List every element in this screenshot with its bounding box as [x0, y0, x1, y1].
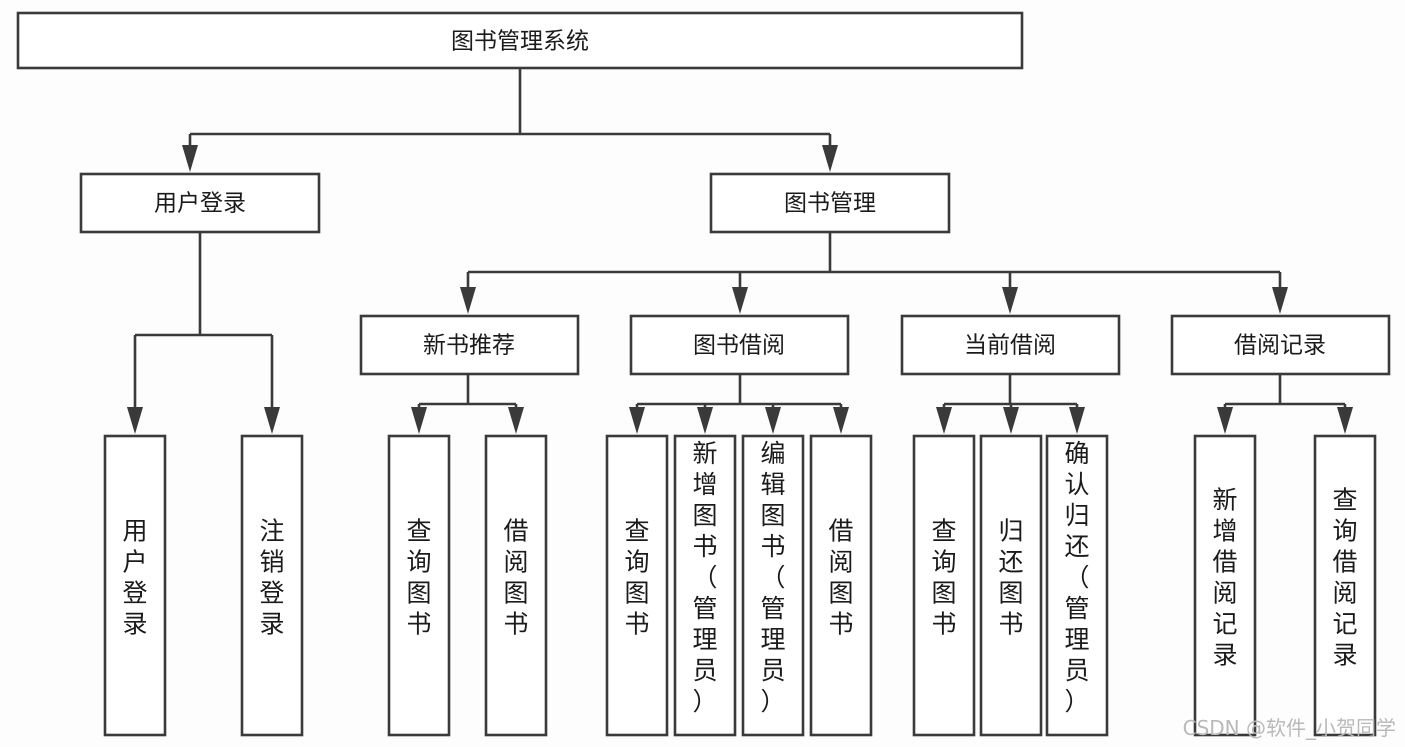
node-box-leaf-current-borrow-1[interactable] — [912, 434, 976, 737]
node-root-system[interactable]: 图书管理系统 — [16, 11, 1024, 70]
connector-group-newbook-to-leaves — [411, 374, 524, 434]
node-leaf-user-login-1[interactable]: 用户登录 — [103, 434, 167, 737]
node-leaf-current-borrow-1[interactable]: 查询图书 — [912, 434, 976, 737]
arrow-icon-currentborrow-leaf-1 — [936, 407, 952, 434]
node-leaf-borrow-record-2[interactable]: 查询借阅记录 — [1313, 434, 1377, 737]
arrow-icon-bookborrow-leaf-3 — [765, 407, 781, 434]
node-box-borrow-record[interactable] — [1170, 314, 1391, 376]
node-box-new-book-recommend[interactable] — [359, 314, 580, 376]
node-box-book-borrow[interactable] — [629, 314, 850, 376]
node-leaf-new-book-2[interactable]: 借阅图书 — [484, 434, 548, 737]
node-current-borrow[interactable]: 当前借阅 — [900, 314, 1121, 376]
connector-group-borrowrecord-to-leaves — [1217, 374, 1353, 434]
node-label-current-borrow: 当前借阅 — [964, 333, 1056, 359]
node-box-leaf-user-login-2[interactable] — [240, 434, 304, 737]
node-book-borrow[interactable]: 图书借阅 — [629, 314, 850, 376]
csdn-watermark: CSDN @软件_小贺同学 — [1183, 716, 1396, 740]
connector-group-bookmanage-to-level3 — [460, 232, 1288, 314]
connector-group-root-to-level2 — [182, 68, 838, 172]
node-borrow-record[interactable]: 借阅记录 — [1170, 314, 1391, 376]
node-label-new-book-recommend: 新书推荐 — [423, 333, 515, 359]
node-label-leaf-new-book-1: 查询图书 — [406, 517, 431, 639]
node-label-leaf-current-borrow-1: 查询图书 — [931, 517, 956, 639]
node-box-user-login[interactable] — [79, 172, 321, 234]
arrow-icon-to-book-manage — [822, 145, 838, 172]
arrow-icon-bookborrow-leaf-2 — [697, 407, 713, 434]
node-box-leaf-book-borrow-4[interactable] — [809, 434, 873, 737]
node-leaf-current-borrow-3[interactable]: 确认归还（管理员） — [1045, 434, 1109, 737]
arrow-icon-to-new-book — [460, 287, 476, 314]
node-box-leaf-borrow-record-2[interactable] — [1313, 434, 1377, 737]
node-leaf-book-borrow-1[interactable]: 查询图书 — [605, 434, 669, 737]
node-book-manage[interactable]: 图书管理 — [709, 172, 951, 234]
connector-group-bookborrow-to-leaves — [629, 374, 849, 434]
node-box-leaf-new-book-2[interactable] — [484, 434, 548, 737]
arrow-icon-to-book-borrow — [732, 287, 748, 314]
node-label-leaf-book-borrow-2: 新增图书（管理员） — [692, 439, 717, 716]
node-label-book-manage: 图书管理 — [784, 191, 876, 217]
node-label-leaf-current-borrow-3: 确认归还（管理员） — [1064, 439, 1089, 716]
node-label-leaf-book-borrow-1: 查询图书 — [624, 517, 649, 639]
node-label-leaf-user-login-1: 用户登录 — [122, 517, 147, 639]
arrow-icon-bookborrow-leaf-4 — [833, 407, 849, 434]
node-leaf-book-borrow-2[interactable]: 新增图书（管理员） — [673, 434, 737, 737]
node-new-book-recommend[interactable]: 新书推荐 — [359, 314, 580, 376]
node-box-root-system[interactable] — [16, 11, 1024, 70]
node-label-leaf-borrow-record-1: 新增借阅记录 — [1212, 486, 1237, 670]
arrow-icon-userlogin-leaf-1 — [127, 407, 143, 434]
node-label-leaf-new-book-2: 借阅图书 — [503, 517, 528, 639]
node-user-login[interactable]: 用户登录 — [79, 172, 321, 234]
node-leaf-book-borrow-3[interactable]: 编辑图书（管理员） — [741, 434, 805, 737]
node-box-leaf-book-borrow-2[interactable] — [673, 434, 737, 737]
node-label-user-login: 用户登录 — [154, 191, 246, 217]
arrow-icon-borrowrecord-leaf-1 — [1217, 407, 1233, 434]
node-label-leaf-borrow-record-2: 查询借阅记录 — [1332, 486, 1357, 670]
node-box-book-manage[interactable] — [709, 172, 951, 234]
connector-group-currentborrow-to-leaves — [936, 374, 1085, 434]
node-box-leaf-user-login-1[interactable] — [103, 434, 167, 737]
arrow-icon-to-current-borrow — [1002, 287, 1018, 314]
node-label-borrow-record: 借阅记录 — [1234, 333, 1326, 359]
arrow-icon-borrowrecord-leaf-2 — [1337, 407, 1353, 434]
node-label-leaf-current-borrow-2: 归还图书 — [998, 517, 1023, 639]
node-box-leaf-book-borrow-3[interactable] — [741, 434, 805, 737]
node-leaf-current-borrow-2[interactable]: 归还图书 — [979, 434, 1043, 737]
node-box-current-borrow[interactable] — [900, 314, 1121, 376]
node-box-leaf-book-borrow-1[interactable] — [605, 434, 669, 737]
arrow-icon-newbook-leaf-2 — [508, 407, 524, 434]
node-box-leaf-current-borrow-2[interactable] — [979, 434, 1043, 737]
node-box-leaf-current-borrow-3[interactable] — [1045, 434, 1109, 737]
arrow-icon-newbook-leaf-1 — [411, 407, 427, 434]
node-label-leaf-book-borrow-4: 借阅图书 — [828, 517, 853, 639]
node-box-leaf-new-book-1[interactable] — [387, 434, 451, 737]
arrow-icon-bookborrow-leaf-1 — [629, 407, 645, 434]
arrow-icon-to-borrow-record — [1272, 287, 1288, 314]
node-label-leaf-book-borrow-3: 编辑图书（管理员） — [760, 439, 785, 716]
connector-group-userlogin-to-leaves — [127, 232, 280, 434]
node-label-book-borrow: 图书借阅 — [693, 333, 785, 359]
node-label-leaf-user-login-2: 注销登录 — [259, 517, 284, 639]
node-leaf-book-borrow-4[interactable]: 借阅图书 — [809, 434, 873, 737]
node-leaf-user-login-2[interactable]: 注销登录 — [240, 434, 304, 737]
arrow-icon-currentborrow-leaf-3 — [1069, 407, 1085, 434]
node-label-root-system: 图书管理系统 — [451, 29, 589, 55]
node-box-leaf-borrow-record-1[interactable] — [1193, 434, 1257, 737]
arrow-icon-userlogin-leaf-2 — [264, 407, 280, 434]
arrow-icon-currentborrow-leaf-2 — [1003, 407, 1019, 434]
node-leaf-new-book-1[interactable]: 查询图书 — [387, 434, 451, 737]
node-leaf-borrow-record-1[interactable]: 新增借阅记录 — [1193, 434, 1257, 737]
arrow-icon-to-user-login — [182, 145, 198, 172]
